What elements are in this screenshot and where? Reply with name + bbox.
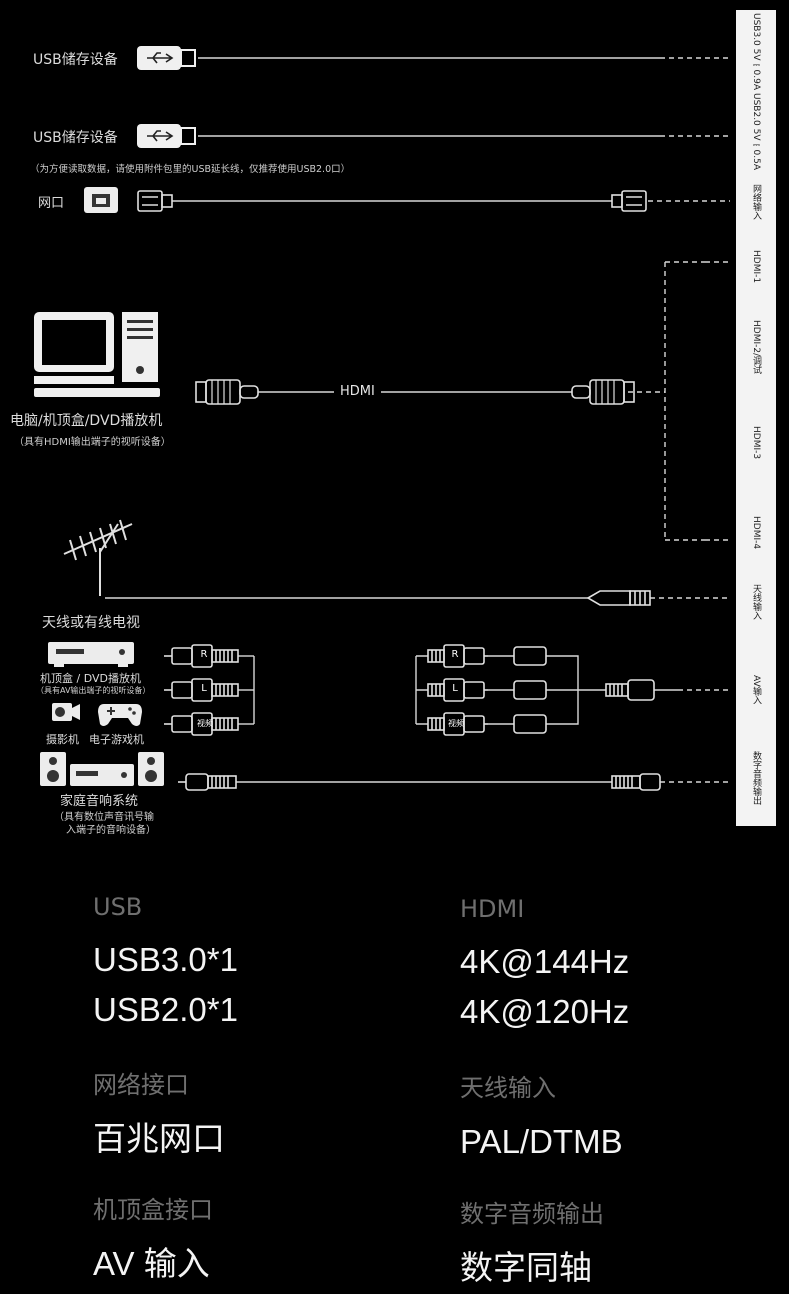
port-hdmi-1: HDMI-1 <box>751 250 761 284</box>
hdmi-ports-bracket <box>664 261 705 541</box>
av-right-bundle <box>546 655 606 725</box>
antenna-icon <box>63 519 133 596</box>
spec-lan: 网络接口 百兆网口 <box>93 1065 225 1164</box>
set-top-box-icon <box>48 642 134 667</box>
spec-usb-title: USB <box>93 893 143 921</box>
plug-label-r-mid: R <box>451 649 459 660</box>
av-mid-bundle <box>415 655 428 725</box>
tv-port-panel: USB3.0 5V⎓0.9A USB2.0 5V⎓0.5A 网络输入 HDMI-… <box>736 10 776 826</box>
ethernet-port-icon <box>84 187 118 213</box>
game-console-label: 电子游戏机 <box>89 733 144 746</box>
spec-usb-value-1: USB3.0*1 <box>93 941 238 978</box>
camcorder-icon <box>52 703 80 721</box>
pc-device-sublabel: （具有HDMI输出端子的视听设备） <box>14 437 171 448</box>
spec-stb-title: 机顶盒接口 <box>93 1196 213 1224</box>
hdmi-cable-label: HDMI <box>334 384 381 399</box>
port-av: AV输入 <box>751 675 761 705</box>
spec-stb-value: AV 输入 <box>93 1245 210 1282</box>
plug-label-l-left: L <box>201 683 207 694</box>
lan-plug-left <box>137 190 173 212</box>
home-audio-sublabel-1: （具有数位声音讯号输 <box>54 812 154 823</box>
stb-label: 机顶盒 / DVD播放机 <box>40 672 141 685</box>
home-audio-icon <box>40 752 164 786</box>
spec-lan-value: 百兆网口 <box>93 1120 225 1157</box>
spec-audio-value: 数字同轴 <box>460 1249 592 1286</box>
spec-hdmi-title: HDMI <box>460 895 525 923</box>
spec-hdmi: HDMI 4K@144Hz 4K@120Hz <box>460 895 629 1037</box>
lan-plug-right <box>611 190 647 212</box>
port-digital-audio: 数字音频输出 <box>751 751 761 805</box>
port-antenna: 天线输入 <box>751 584 761 620</box>
plug-label-video-left: 视频 <box>197 719 213 728</box>
spec-stb: 机顶盒接口 AV 输入 <box>93 1190 213 1289</box>
plug-label-r-left: R <box>200 649 208 660</box>
usb-note: （为方便读取数据，请使用附件包里的USB延长线，仅推荐使用USB2.0口） <box>30 164 351 175</box>
port-usb2: USB2.0 5V⎓0.5A <box>751 92 761 170</box>
spec-antenna-title: 天线输入 <box>460 1074 556 1102</box>
usb2-plug <box>137 124 196 148</box>
port-hdmi-3: HDMI-3 <box>751 426 761 460</box>
home-audio-label: 家庭音响系统 <box>60 794 139 809</box>
spec-hdmi-value-1: 4K@144Hz <box>460 943 630 980</box>
hdmi-plug-right <box>571 379 635 405</box>
hdmi-plug-left <box>195 379 259 405</box>
stb-sublabel: （具有AV输出端子的视听设备） <box>36 686 151 695</box>
lan-label: 网口 <box>38 196 65 211</box>
port-hdmi-2: HDMI-2/调试 <box>751 319 761 375</box>
plug-label-video-mid: 视频 <box>448 719 464 728</box>
coax-plug-right <box>611 773 661 791</box>
spec-usb-value-2: USB2.0*1 <box>93 991 238 1028</box>
usb3-device-label: USB储存设备 <box>33 52 118 68</box>
spec-audio: 数字音频输出 数字同轴 <box>460 1194 604 1293</box>
rca-plugs-middle <box>427 644 488 736</box>
spec-audio-title: 数字音频输出 <box>460 1200 604 1228</box>
spec-antenna: 天线输入 PAL/DTMB <box>460 1068 623 1167</box>
spec-hdmi-value-2: 4K@120Hz <box>460 993 630 1030</box>
spec-lan-title: 网络接口 <box>93 1071 189 1099</box>
antenna-plug <box>586 590 651 606</box>
port-lan: 网络输入 <box>751 184 761 220</box>
connection-diagram <box>34 46 730 791</box>
port-hdmi-4: HDMI-4 <box>751 516 761 550</box>
spec-usb: USB USB3.0*1 USB2.0*1 <box>93 893 238 1035</box>
port-usb3: USB3.0 5V⎓0.9A <box>751 12 761 90</box>
plug-label-l-mid: L <box>452 683 458 694</box>
home-audio-sublabel-2: 入端子的音响设备） <box>66 825 156 836</box>
rca-sockets-right <box>513 646 547 734</box>
antenna-label: 天线或有线电视 <box>42 615 140 631</box>
computer-icon <box>34 312 160 397</box>
av-plug <box>605 679 655 701</box>
coax-plug-left <box>178 773 237 791</box>
usb3-plug <box>137 46 196 70</box>
spec-antenna-value: PAL/DTMB <box>460 1123 623 1160</box>
rca-plugs-left <box>164 644 239 736</box>
usb2-device-label: USB储存设备 <box>33 130 118 146</box>
camcorder-label: 摄影机 <box>46 733 79 746</box>
pc-device-label: 电脑/机顶盒/DVD播放机 <box>10 413 163 429</box>
gamepad-icon <box>98 704 142 726</box>
